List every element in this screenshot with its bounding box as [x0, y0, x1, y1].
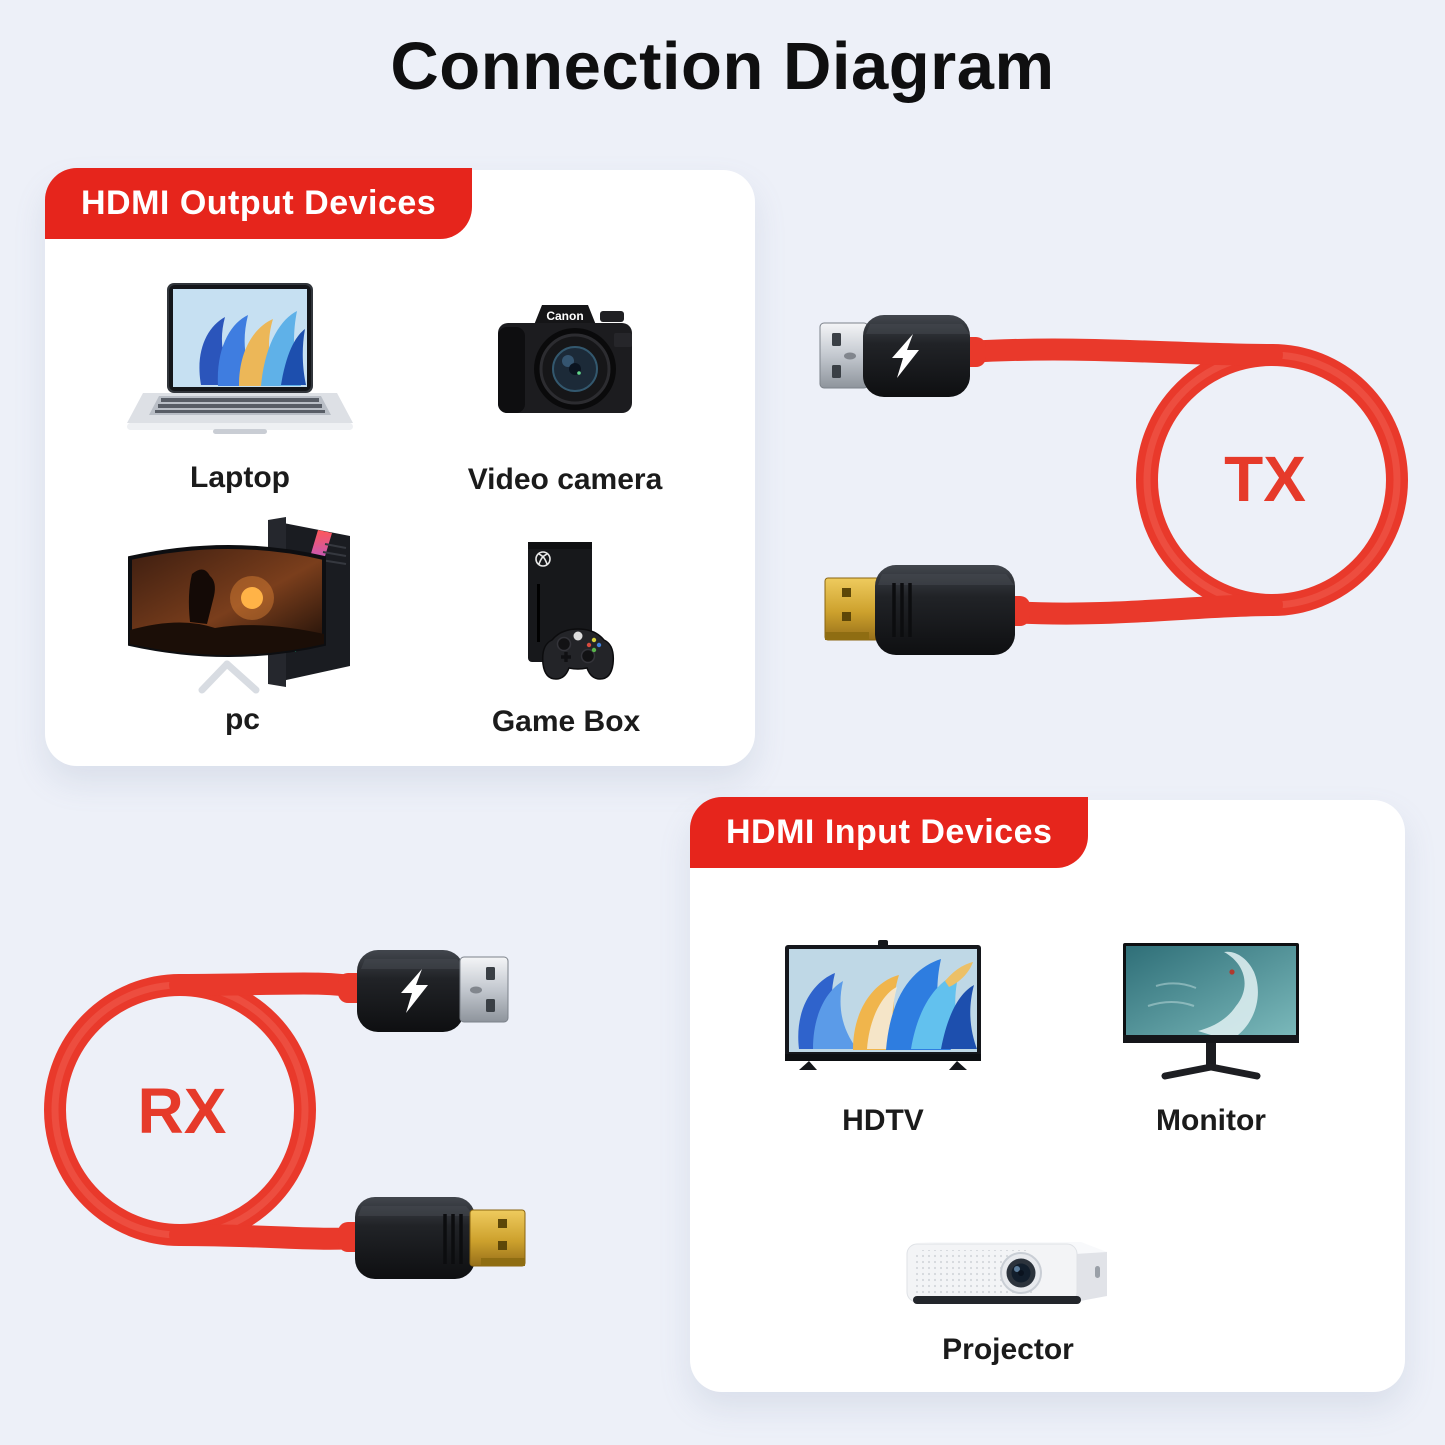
rx-cable-graphic: RX — [44, 950, 526, 1279]
rx-usb-connector — [357, 950, 509, 1032]
xbox-logo-icon — [535, 551, 551, 567]
game-box-image — [528, 542, 615, 680]
monitor-image — [1123, 943, 1299, 1080]
device-laptop: Laptop — [125, 281, 355, 495]
page-title: Connection Diagram — [390, 29, 1055, 104]
device-label-hdtv: HDTV — [842, 1104, 924, 1137]
device-label-projector: Projector — [942, 1333, 1074, 1366]
device-label-monitor: Monitor — [1156, 1104, 1266, 1137]
pc-image — [128, 517, 350, 694]
device-label-game-box: Game Box — [491, 705, 641, 738]
hdmi-output-devices-badge: HDMI Output Devices — [45, 168, 473, 239]
game-controller — [541, 628, 615, 680]
device-hdtv: HDTV — [783, 940, 983, 1138]
tx-cable-loop — [956, 337, 1408, 626]
device-game-box: Game Box — [492, 540, 640, 739]
hdmi-output-devices-card — [45, 170, 755, 766]
video-camera-image: Canon — [498, 305, 632, 413]
hdtv-image — [785, 940, 981, 1070]
device-video-camera: Canon Video camera — [468, 303, 662, 497]
device-label-video-camera: Video camera — [467, 463, 663, 496]
camera-brand-text: Canon — [546, 309, 583, 323]
hdmi-input-devices-badge: HDMI Input Devices — [690, 797, 1089, 868]
tx-usb-connector — [819, 315, 970, 397]
device-monitor: Monitor — [1121, 941, 1301, 1138]
tx-label: TX — [1224, 443, 1306, 515]
lightning-bolt-icon — [892, 334, 919, 378]
device-label-laptop: Laptop — [190, 461, 290, 494]
rx-label: RX — [138, 1075, 227, 1147]
rx-hdmi-connector — [355, 1197, 526, 1279]
device-label-pc: pc — [224, 703, 260, 736]
device-pc: pc — [120, 514, 365, 737]
device-projector: Projector — [903, 1230, 1113, 1367]
tx-hdmi-connector — [824, 565, 1015, 655]
lightning-bolt-icon — [401, 969, 428, 1013]
laptop-image — [127, 283, 353, 434]
projector-image — [906, 1242, 1107, 1304]
tx-cable-graphic: TX — [819, 315, 1408, 655]
